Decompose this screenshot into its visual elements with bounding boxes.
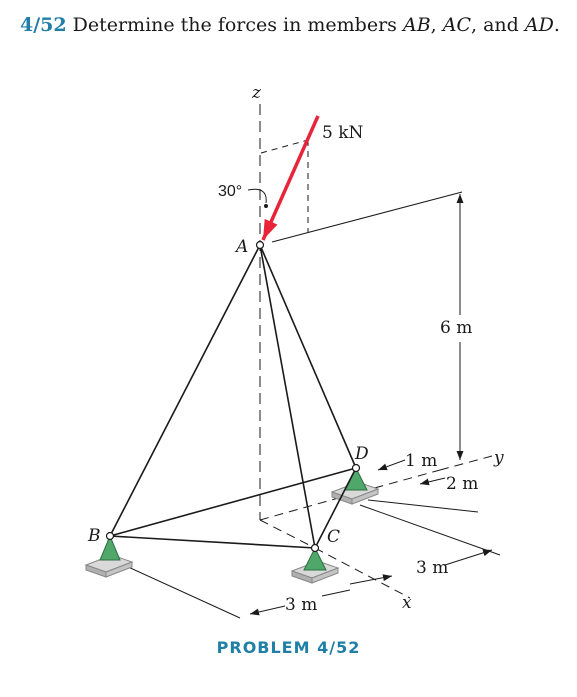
angle-arc xyxy=(247,188,267,204)
y-axis xyxy=(439,455,493,471)
dim-2m-label: 2 m xyxy=(446,474,478,494)
joint-b xyxy=(105,531,115,541)
figure-caption: PROBLEM 4/52 xyxy=(216,638,361,657)
d4-arrow xyxy=(249,605,286,616)
joint-d xyxy=(351,463,361,473)
angle-label: 30° xyxy=(218,183,242,200)
label-c: C xyxy=(327,527,340,547)
joint-c xyxy=(310,543,320,553)
problem-number: 4/52 xyxy=(20,14,67,36)
support-c xyxy=(290,546,340,584)
member-ac-line xyxy=(259,244,316,549)
problem-text: Determine the forces in members xyxy=(72,14,403,36)
x-axis-label: x xyxy=(402,593,412,613)
force-label: 5 kN xyxy=(322,123,364,143)
d1-arrow xyxy=(377,459,406,471)
separator: , xyxy=(430,14,443,36)
label-a: A xyxy=(234,237,248,257)
member-ab-line xyxy=(109,244,261,537)
label-b: B xyxy=(87,526,101,546)
member-ac: AC xyxy=(442,14,472,36)
force-arrow xyxy=(261,115,320,241)
dim-extension-b xyxy=(112,559,241,619)
period: . xyxy=(553,14,560,36)
member-bd-line xyxy=(109,467,357,537)
support-d xyxy=(330,466,380,505)
label-d: D xyxy=(354,444,369,464)
dim-3m-right-label: 3 m xyxy=(416,558,448,578)
force-projection-1 xyxy=(260,139,309,154)
dim-3m-bottom-label: 3 m xyxy=(285,595,317,615)
separator: , and xyxy=(471,14,525,36)
dim-extension-d xyxy=(367,499,479,513)
d2-arrow xyxy=(419,477,446,486)
ground-dash-1 xyxy=(259,519,316,549)
member-ad-line xyxy=(259,244,357,469)
height-label: 6 m xyxy=(440,318,472,338)
support-b xyxy=(84,534,134,578)
ground-dash-2 xyxy=(259,491,361,521)
x-axis xyxy=(314,547,411,599)
z-axis-label: z xyxy=(251,83,262,103)
joint-a xyxy=(255,240,265,250)
d3-arrow xyxy=(444,549,493,566)
member-bc-line xyxy=(109,535,316,549)
member-ab: AB xyxy=(402,14,431,36)
y-axis-label: y xyxy=(493,448,504,468)
height-extension xyxy=(271,191,463,243)
d4-line xyxy=(321,589,351,597)
angle-dot xyxy=(264,204,268,208)
dim-extension-c xyxy=(359,504,501,556)
member-ad: AD xyxy=(524,14,554,36)
member-cd-line xyxy=(314,467,357,549)
d3-arrow-2 xyxy=(349,574,393,585)
dim-1m-label: 1 m xyxy=(405,451,437,471)
